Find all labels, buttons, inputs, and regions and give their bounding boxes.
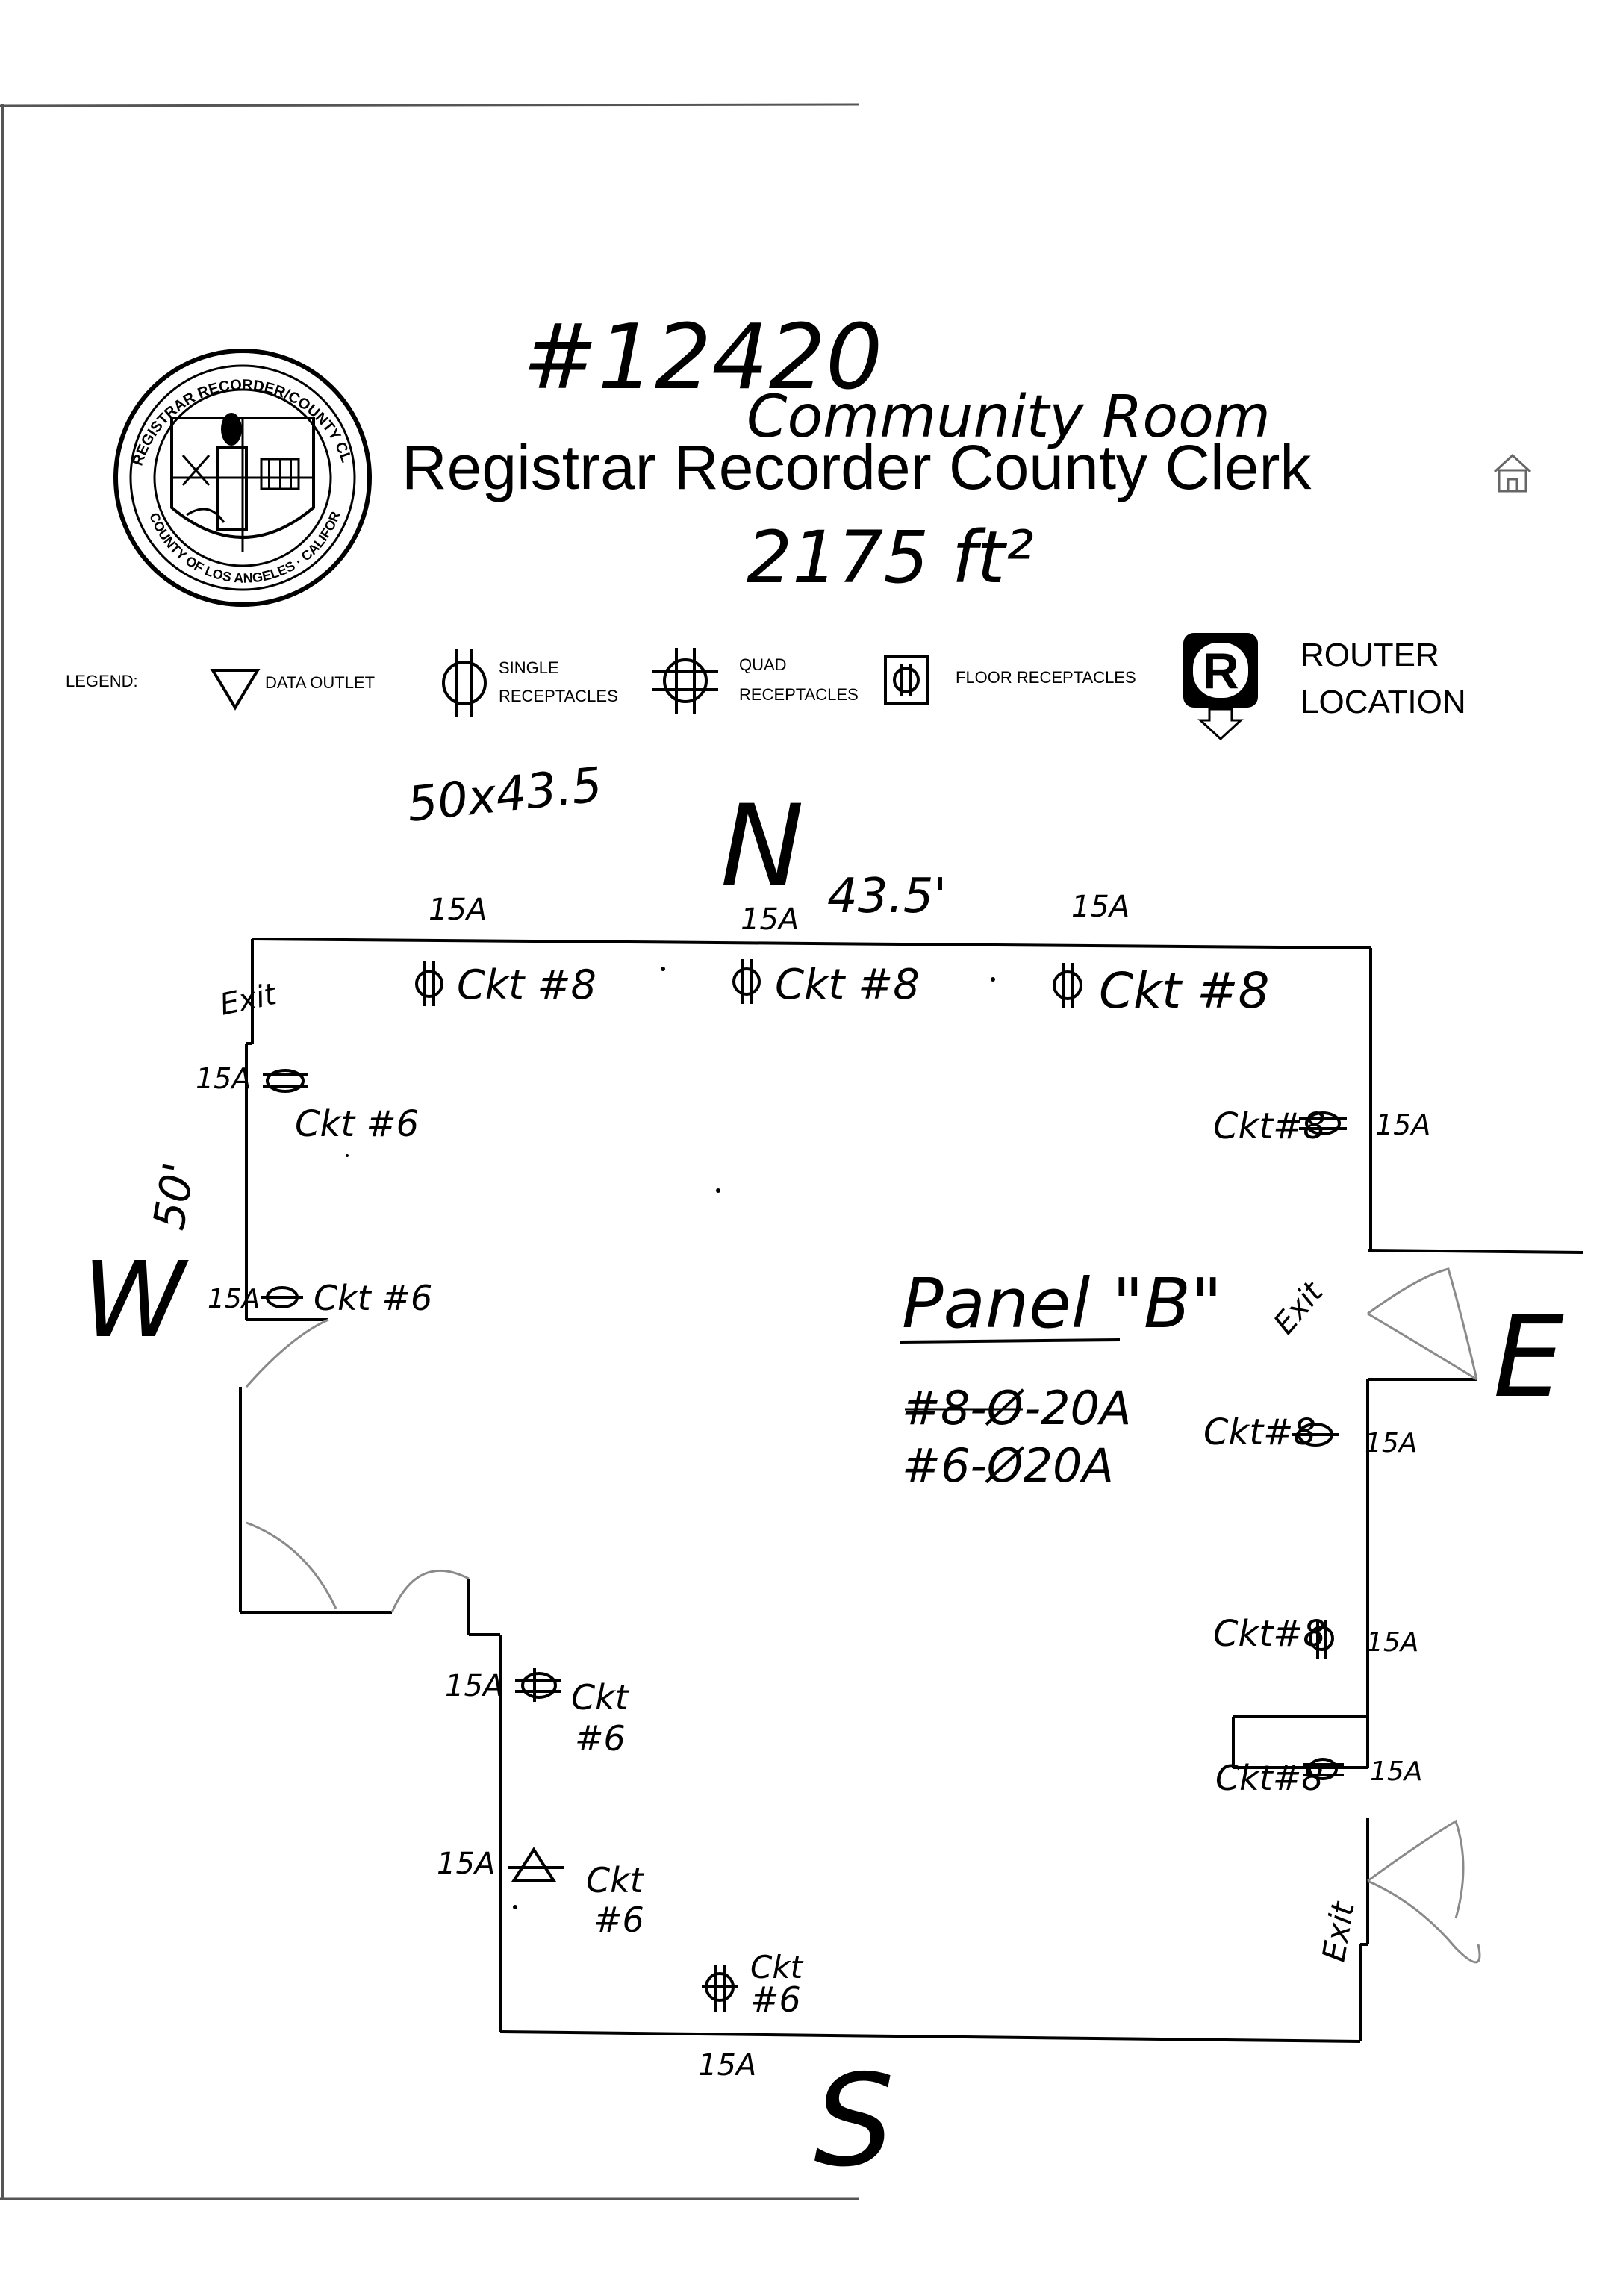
circuit-label-line2: #6: [575, 1718, 626, 1759]
receptacle-southwest-1: 15A Ckt #6: [445, 1668, 630, 1759]
seal-top-text: REGISTRAR RECORDER/COUNTY CLERK: [0, 0, 355, 468]
room-area: 2175 ft²: [747, 516, 1034, 599]
receptacle-icon: [1292, 1423, 1339, 1447]
receptacle-east-3: Ckt#8 15A: [1213, 1613, 1418, 1659]
receptacle-east-1: Ckt#8 15A: [1213, 1105, 1430, 1147]
amp-label: 15A: [1375, 1108, 1430, 1141]
compass-east: E: [1493, 1293, 1564, 1423]
amp-label: 15A: [741, 902, 799, 937]
receptacle-north-1: 15A Ckt #8: [415, 893, 596, 1008]
receptacle-east-4: Ckt#8 15A: [1215, 1756, 1422, 1798]
quad-receptacle-icon: [652, 648, 718, 714]
door-swings: [245, 1267, 1481, 1964]
circuit-label: Ckt #6: [295, 1103, 419, 1145]
circuit-label: Ckt: [586, 1860, 645, 1900]
receptacle-south-1: Ckt #6 15A: [698, 1949, 804, 2083]
amp-label: 15A: [1366, 1627, 1418, 1658]
data-outlet-icon: [210, 669, 261, 711]
legend-single-line1: SINGLE: [499, 658, 559, 677]
exit-label-east: Exit: [1267, 1275, 1330, 1341]
circuit-label: Ckt: [571, 1677, 630, 1718]
exit-label-southeast: Exit: [1315, 1898, 1362, 1964]
panel-note: Panel "B" #8-Ø-20A #6-Ø20A: [899, 1264, 1222, 1493]
compass-west: W: [82, 1240, 189, 1361]
compass-north: N: [720, 782, 804, 911]
scan-specks: [346, 967, 995, 1909]
single-receptacle-icon: [732, 959, 761, 1004]
legend-single-line2: RECEPTACLES: [499, 687, 618, 705]
receptacle-icon: [261, 1286, 303, 1308]
amp-label: 15A: [698, 2048, 756, 2083]
legend-data-outlet-label: DATA OUTLET: [265, 673, 375, 692]
room-name: Community Room: [747, 384, 1271, 451]
receptacle-icon: [508, 1847, 564, 1882]
receptacle-icon: [263, 1069, 308, 1093]
scan-top-edge: [0, 103, 859, 107]
legend-floor-label: FLOOR RECEPTACLES: [956, 668, 1136, 687]
amp-label: 15A: [445, 1669, 503, 1703]
single-receptacle-icon: [415, 961, 443, 1006]
job-number: #12420: [523, 306, 882, 410]
legend: LEGEND: DATA OUTLET SINGLE RECEPTACLES Q…: [66, 633, 1466, 741]
receptacle-icon: [1303, 1758, 1344, 1780]
amp-label: 15A: [429, 893, 487, 927]
exit-label-northwest: Exit: [217, 977, 281, 1023]
legend-quad-line2: RECEPTACLES: [739, 685, 859, 704]
amp-label: 15A: [208, 1284, 260, 1314]
circuit-label: Ckt #8: [775, 961, 920, 1009]
amp-label: 15A: [1365, 1428, 1417, 1459]
receptacle-east-2: Ckt#8 15A: [1203, 1411, 1417, 1459]
amp-label: 15A: [196, 1062, 251, 1095]
receptacle-southwest-2: 15A Ckt #6: [437, 1847, 645, 1940]
single-receptacle-icon: [1053, 963, 1082, 1008]
router-icon: R: [1183, 633, 1258, 741]
single-receptacle-icon: [442, 649, 487, 717]
receptacle-icon: [515, 1668, 561, 1702]
amp-label: 15A: [437, 1847, 495, 1881]
circuit-label: Ckt#8: [1213, 1613, 1326, 1655]
legend-router-line1: ROUTER: [1300, 637, 1439, 673]
legend-quad-line1: QUAD: [739, 655, 787, 674]
router-glyph: R: [1202, 643, 1239, 699]
receptacle-icon: [1299, 1111, 1347, 1135]
circuit-label: Ckt #8: [1099, 962, 1269, 1020]
circuit-label: Ckt #6: [314, 1278, 432, 1318]
north-wall-dimension: 43.5': [827, 869, 947, 924]
overall-dimension: 50x43.5: [405, 758, 605, 833]
quad-receptacle-icon: [702, 1965, 738, 2012]
floor-receptacle-icon: [884, 655, 929, 705]
receptacle-west-1: 15A Ckt #6: [196, 1062, 419, 1145]
amp-label: 15A: [1071, 890, 1130, 924]
circuit-label: Ckt: [750, 1949, 804, 1985]
room-walls: [239, 938, 1583, 2043]
svg-text:REGISTRAR RECORDER/COUNTY CLER: REGISTRAR RECORDER/COUNTY CLERK: [0, 0, 355, 468]
receptacle-north-3: 15A Ckt #8: [1053, 890, 1269, 1020]
panel-title: Panel "B": [902, 1264, 1222, 1344]
circuit-label-line2: #6: [594, 1900, 644, 1940]
west-wall-dimension: 50': [143, 1158, 205, 1233]
legend-router-line2: LOCATION: [1300, 684, 1466, 720]
panel-line-2: #6-Ø20A: [902, 1438, 1114, 1493]
receptacle-west-2: 15A Ckt #6: [208, 1278, 432, 1318]
circuit-label-line2: #6: [750, 1980, 801, 2020]
home-icon: [1493, 453, 1532, 493]
amp-label: 15A: [1370, 1756, 1422, 1787]
page-title: Registrar Recorder County Clerk: [402, 432, 1312, 502]
county-seal: REGISTRAR RECORDER/COUNTY CLERK COUNTY O…: [0, 0, 372, 607]
circuit-label: Ckt#8: [1203, 1411, 1316, 1453]
compass-south: S: [814, 2047, 894, 2195]
receptacle-north-2: 15A Ckt #8: [732, 902, 920, 1009]
legend-label: LEGEND:: [66, 672, 138, 690]
circuit-label: Ckt #8: [457, 961, 596, 1008]
single-receptacle-icon: [1309, 1620, 1334, 1659]
circuit-label: Ckt#8: [1213, 1105, 1326, 1147]
